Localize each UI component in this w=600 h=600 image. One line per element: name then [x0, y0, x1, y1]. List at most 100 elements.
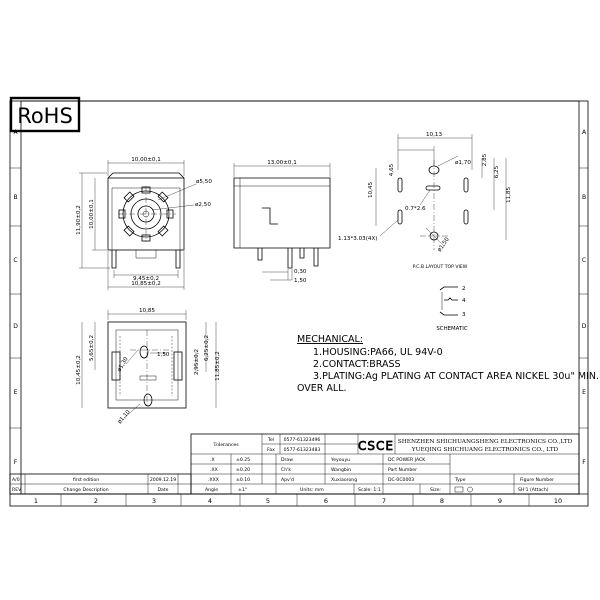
tel-label: Tel [267, 437, 274, 443]
bottom-dim-1045: 10,45±0,2 [76, 355, 82, 385]
pcb-dim-1045: 10,45 [368, 182, 374, 198]
figure-label: Figure Number [520, 477, 554, 483]
dim-dia-outer: ø5,50 [196, 179, 212, 185]
schematic-caption: SCHEMATIC [436, 326, 467, 332]
dim-body-width: 10,85±0,2 [131, 281, 161, 287]
rev-date: Date [158, 487, 169, 493]
pcb-dim-slot: 1.13*3.03(4X) [338, 236, 377, 242]
company-name-2: YUEQING SHICHUANG ELECTRONICS CO., LTD [411, 447, 559, 453]
rev-id: A/0 [12, 477, 20, 483]
notes-line: 1.HOUSING:PA66, UL 94V-0 [313, 347, 443, 358]
apv-label: Apv'd [281, 477, 294, 483]
bottom-dim-1185: 11,85±0,2 [215, 351, 221, 381]
rev-desc: Change Description [63, 487, 108, 493]
projection-symbol [454, 486, 473, 493]
row-letter: A [582, 129, 587, 136]
row-letter: B [582, 194, 586, 201]
row-letter: E [582, 389, 586, 396]
fax-label: Fax [267, 447, 275, 453]
title-block: Tolerances Tel 0577-61323496 Fax 0577-61… [190, 433, 580, 495]
angle-value: ±1° [238, 487, 247, 493]
angle-label: Angle [205, 487, 218, 493]
row-letter: B [13, 194, 17, 201]
column-number: 8 [440, 497, 444, 505]
bottom-dim-565: 5,65±0,2 [89, 335, 95, 361]
tel-value: 0577-61323496 [284, 437, 321, 443]
column-number: 4 [208, 497, 212, 505]
column-numbers: 1 2 3 4 5 6 7 8 9 10 [34, 497, 562, 505]
front-view: 10,00±0,1 11,90±0,2 10,00±0,1 ø5,50 ø2,5… [76, 157, 212, 290]
bottom-dim-625: 6,25±0,2 [204, 335, 210, 361]
bottom-dim-130: ø1,30 [117, 356, 130, 373]
pcb-dim-072: 0.7*2.6 [405, 206, 426, 212]
pcb-dim-170: ø1,70 [455, 160, 471, 166]
tol-value: ±0.25 [236, 457, 250, 463]
draw-label: Draw [281, 457, 293, 463]
chk-label: Ch'k [281, 467, 291, 473]
rohs-label: RoHS [17, 104, 73, 128]
part-value: DC-0C0003 [388, 477, 414, 483]
rev-desc: first edition [73, 477, 99, 483]
row-letter: F [14, 459, 18, 466]
row-letter: D [582, 323, 587, 330]
dim-pin-length: 1,50 [294, 278, 307, 284]
dim-height-inner: 10,00±0,1 [89, 199, 95, 229]
pcb-layout: 10,13 4,65 10,45 2,85 6,25 11,85 ø1,70 0… [338, 132, 512, 270]
chk-value: Wangbin [331, 467, 351, 473]
bottom-dim-width: 10,85 [139, 308, 155, 314]
column-number: 7 [382, 497, 386, 505]
dim-height-outer: 11,90±0,2 [76, 205, 82, 235]
row-letters-left: A B C D E F [13, 129, 18, 466]
rohs-stamp: RoHS [9, 96, 81, 133]
schematic-pin: 2 [462, 286, 466, 292]
logo-text: CSCE [358, 439, 394, 453]
pcb-dim-1185: 11,85 [506, 187, 512, 203]
column-number: 3 [152, 497, 156, 505]
tol-value: ±0.10 [236, 477, 250, 483]
schematic-pin: 4 [462, 298, 466, 304]
row-letter: A [13, 129, 18, 136]
fax-value: 0577-61323483 [284, 447, 321, 453]
row-letters-right: A B C D E F [582, 129, 587, 466]
notes-line: OVER ALL. [297, 383, 347, 394]
bottom-dim-295: 2,95±0,2 [194, 349, 200, 375]
column-number: 1 [34, 497, 38, 505]
mechanical-notes: MECHANICAL: 1.HOUSING:PA66, UL 94V-0 2.C… [297, 334, 599, 394]
size-label: Size: [430, 487, 441, 493]
type-label: Type [454, 477, 466, 483]
pcb-dim-width: 10,13 [426, 132, 442, 138]
side-view: 13,00±0,1 0,30 1,50 [233, 160, 331, 284]
part-label: Part Number [388, 467, 417, 473]
bottom-dim-110: ø1,10 [117, 409, 132, 425]
pcb-dim-285: 2,85 [482, 153, 488, 166]
notes-line: 2.CONTACT:BRASS [313, 359, 401, 370]
units-label: Units: mm [300, 487, 324, 493]
revision-block: A/0 first edition 2009.12.19 REV Change … [9, 473, 192, 495]
column-number: 9 [498, 497, 502, 505]
row-letter: C [13, 257, 17, 264]
dim-dia-inner: ø2,50 [195, 202, 211, 208]
product-name: DC POWER JACK [388, 457, 426, 463]
bottom-dim-150: 1,50 [157, 352, 170, 358]
tol-key: .XX [210, 467, 218, 473]
csce-logo: CSCE [358, 439, 394, 454]
rev-date: 2009.12.19 [150, 477, 176, 483]
sheet-label: SH'1 (Attach) [518, 487, 549, 493]
row-letter: C [582, 257, 586, 264]
row-letter: E [14, 389, 18, 396]
company-name-1: SHENZHEN SHICHUANGSHENG ELECTRONICS CO.,… [398, 439, 573, 445]
schematic-pin: 3 [462, 312, 466, 318]
notes-line: 3.PLATING:Ag PLATING AT CONTACT AREA NIC… [313, 371, 599, 382]
column-number: 6 [324, 497, 328, 505]
tolerances-label: Tolerances [213, 442, 239, 448]
column-number: 10 [554, 497, 562, 505]
pcb-dim-625: 6,25 [494, 165, 500, 178]
draw-value: Yeyouyu [330, 457, 350, 463]
pcb-caption: P.C.B LAYOUT TOP VIEW [413, 264, 468, 270]
row-letter: D [13, 323, 18, 330]
dim-pin-width: 0,30 [294, 269, 307, 275]
column-number: 2 [94, 497, 98, 505]
tol-key: .XXX [208, 477, 219, 483]
schematic: 2 4 3 SCHEMATIC [436, 286, 467, 332]
